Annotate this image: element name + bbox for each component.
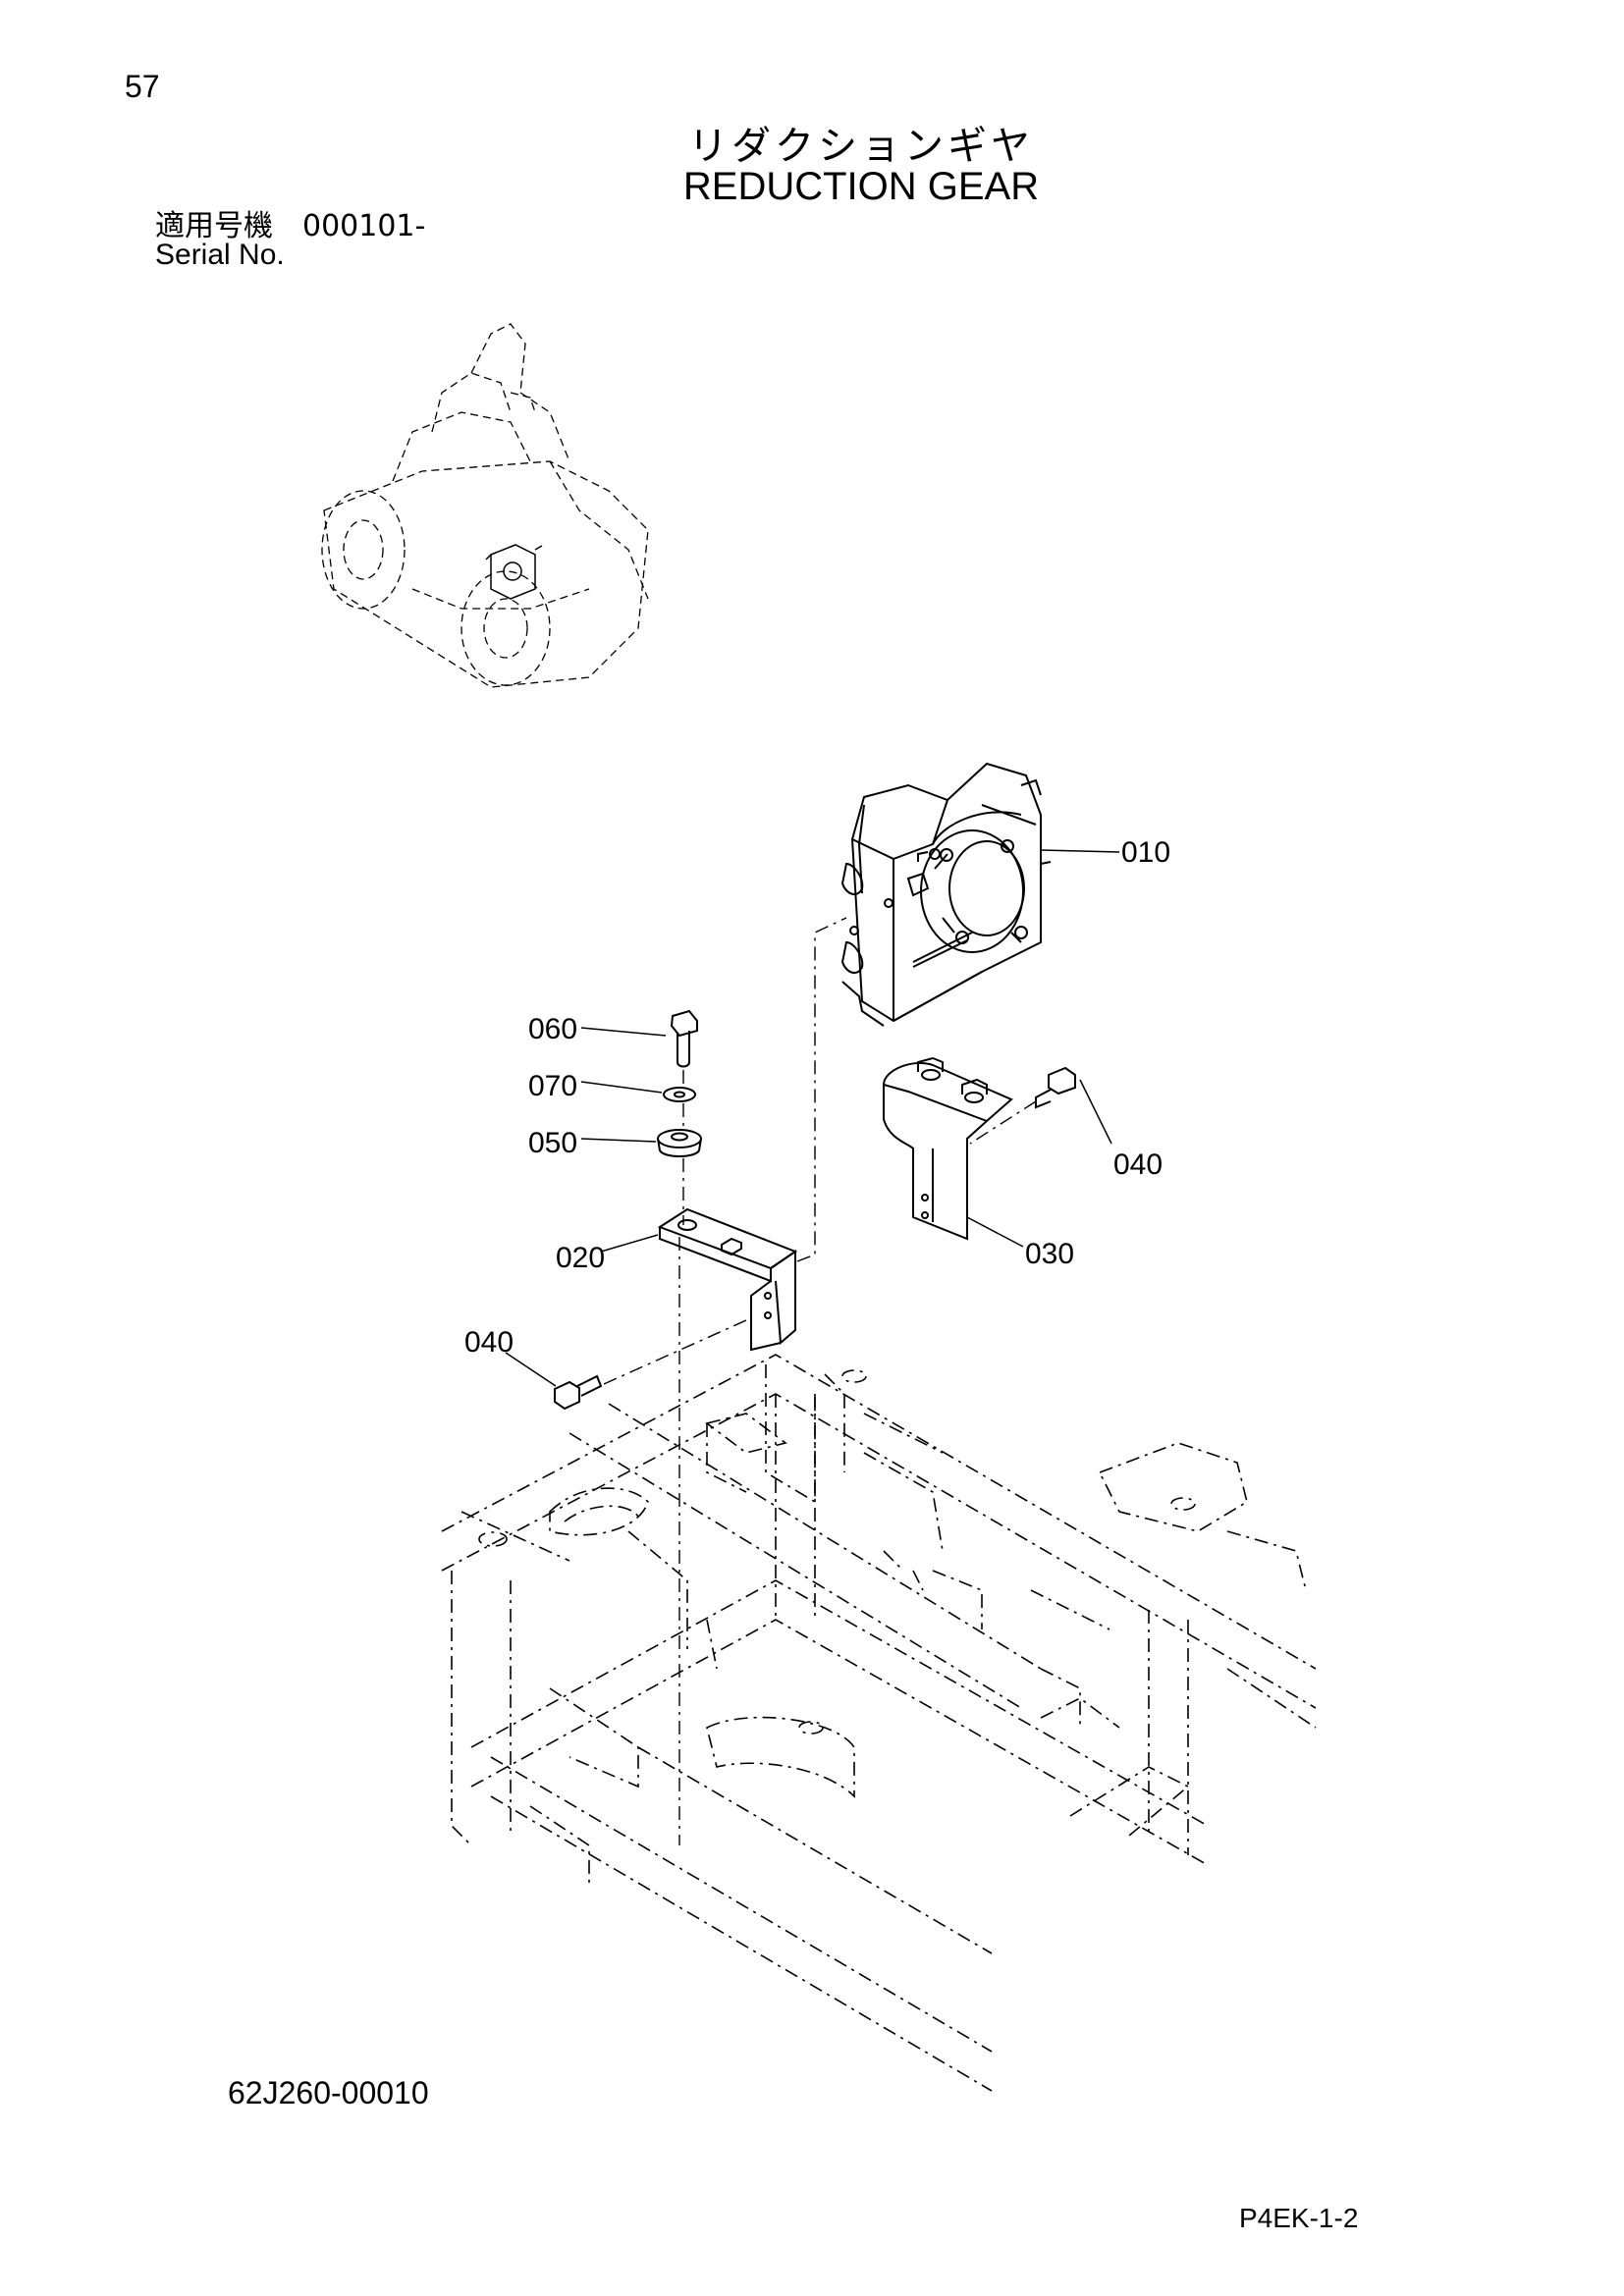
page-title-japanese: リダクションギヤ [688,124,1034,169]
washer-070 [663,1087,696,1102]
callout-010: 010 [1121,836,1170,869]
callout-060: 060 [528,1013,577,1045]
bolt-040-left [554,1374,603,1411]
callout-070: 070 [528,1070,577,1102]
serial-number-label: Serial No. [155,239,285,271]
page-title: REDUCTION GEAR [682,165,1040,208]
callout-050: 050 [528,1127,577,1159]
callout-040-left: 040 [464,1326,514,1359]
callout-040-right: 040 [1113,1148,1163,1181]
bushing-050 [657,1129,702,1157]
machine-overview-thumbnail [321,323,649,688]
callout-030: 030 [1025,1238,1074,1270]
machine-frame [441,1354,1317,2092]
page-code: P4EK-1-2 [1239,2203,1359,2233]
bolt-040-right [1035,1066,1076,1109]
serial-number-range: 適用号機 000101- [155,209,426,243]
bracket-030 [882,1056,1013,1241]
reduction-gear-assembly [840,762,1052,1027]
callout-020: 020 [556,1242,605,1274]
bracket-020 [657,1207,798,1352]
drawing-number: 62J260-00010 [228,2075,429,2110]
bolt-060 [670,1009,698,1068]
page-number: 57 [125,69,160,104]
